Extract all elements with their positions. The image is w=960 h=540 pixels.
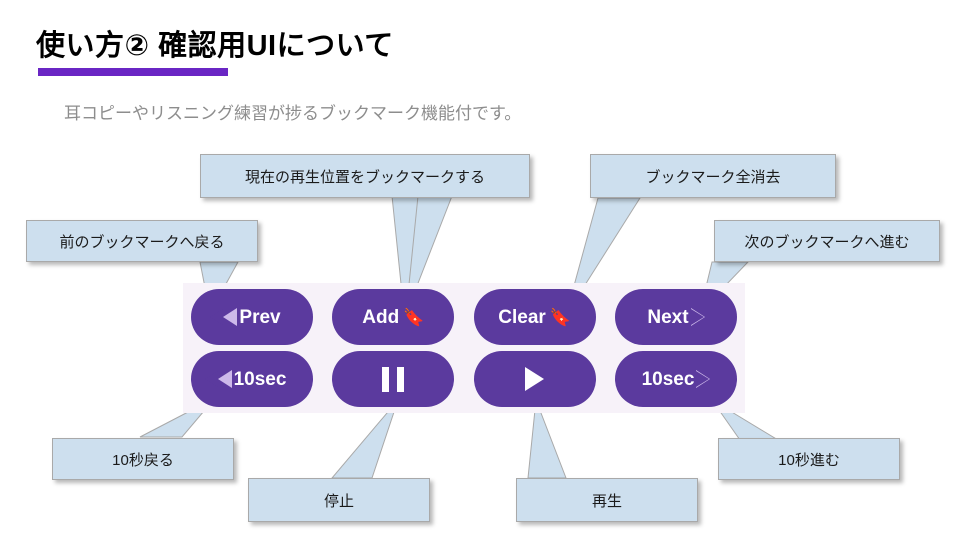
bookmark-ribbon-icon: 🔖 [549,307,571,327]
clear-bookmarks-label: Clear [498,306,546,328]
callout-next-bookmark: 次のブックマークへ進む [714,220,940,262]
bookmark-ribbon-icon: 🔖 [403,307,425,327]
callout-clear-bookmarks-label: ブックマーク全消去 [645,168,781,186]
callout-clear-bookmarks: ブックマーク全消去 [590,154,836,198]
callout-next-bookmark-label: 次のブックマークへ進む [744,233,910,251]
triangle-right-outline-icon [696,370,711,388]
callout-prev-bookmark: 前のブックマークへ戻る [26,220,258,262]
callout-back-10sec: 10秒戻る [52,438,234,480]
callout-forward-10sec-label: 10秒進む [778,451,840,469]
callout-back-10sec-label: 10秒戻る [112,451,174,469]
callout-prev-bookmark-label: 前のブックマークへ戻る [59,233,225,251]
pause-icon [382,366,405,392]
title-underline-bar [38,68,228,76]
callout-add-bookmark-label: 現在の再生位置をブックマークする [244,168,485,186]
clear-bookmarks-button[interactable]: Clear 🔖 [473,289,596,345]
page-title: 使い方② 確認用UIについて [36,30,394,62]
triangle-left-outline-icon [204,370,232,388]
prev-bookmark-button[interactable]: Prev [191,289,313,345]
forward-10sec-label: 10sec [641,368,695,390]
callout-forward-10sec: 10秒進む [718,438,900,480]
callout-play-label: 再生 [591,492,622,510]
play-triangle-icon [525,367,545,391]
audio-control-panel: Prev Add 🔖 Clear 🔖 Next 10sec 10sec [183,283,745,413]
bookmark-button-row: Prev Add 🔖 Clear 🔖 Next [183,289,745,345]
next-bookmark-label: Next [647,306,689,328]
add-bookmark-button[interactable]: Add 🔖 [332,289,455,345]
callout-add-bookmark: 現在の再生位置をブックマークする [200,154,530,198]
page-subtitle: 耳コピーやリスニング練習が捗るブックマーク機能付です。 [64,104,522,123]
forward-10sec-button[interactable]: 10sec [614,351,737,407]
triangle-left-outline-icon [210,308,238,326]
pause-button[interactable] [332,351,455,407]
next-bookmark-button[interactable]: Next [614,289,737,345]
back-10sec-button[interactable]: 10sec [191,351,313,407]
prev-bookmark-label: Prev [239,306,281,328]
callout-pause-label: 停止 [323,492,354,510]
back-10sec-label: 10sec [233,368,287,390]
play-button[interactable] [473,351,596,407]
transport-button-row: 10sec 10sec [183,351,745,407]
callout-play: 再生 [516,478,698,522]
add-bookmark-label: Add [362,306,400,328]
callout-pause: 停止 [248,478,430,522]
triangle-right-outline-icon [690,308,705,326]
